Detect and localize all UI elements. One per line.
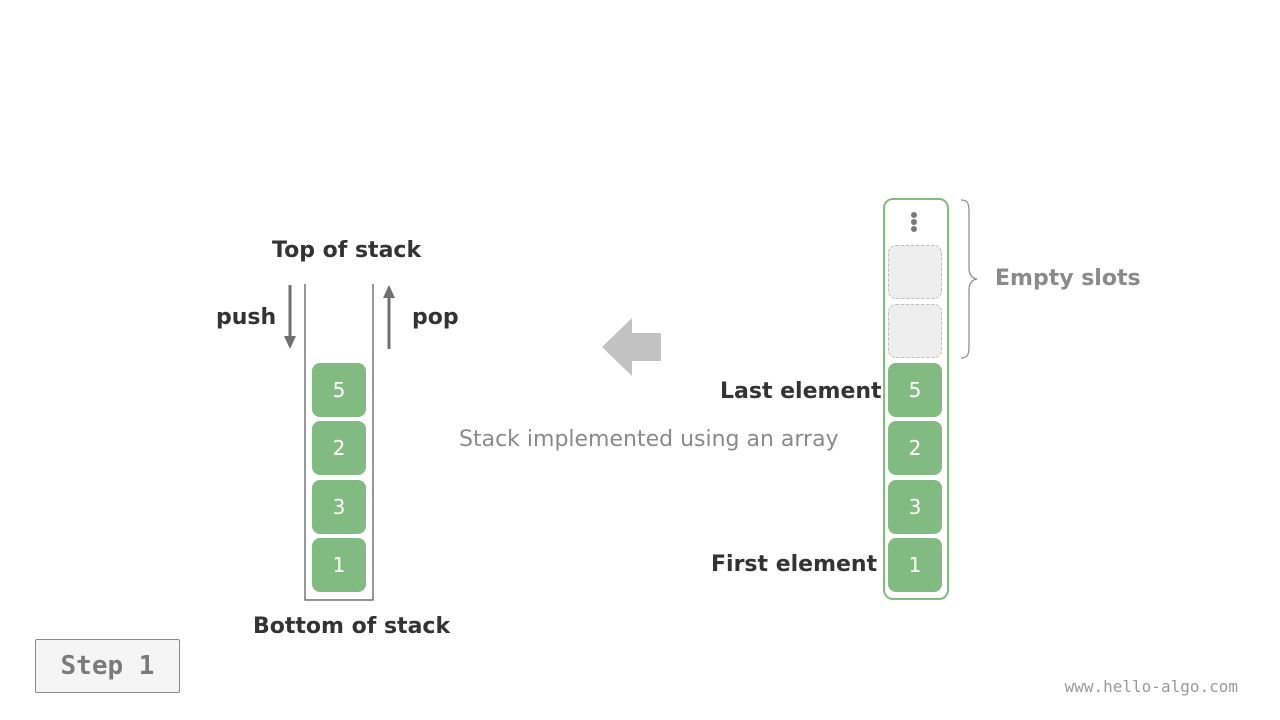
right-brace-icon (960, 199, 978, 359)
step-button[interactable]: Step 1 (35, 639, 180, 693)
array-cell: 5 (888, 363, 942, 417)
array-cell: 3 (888, 480, 942, 534)
stack-cell: 2 (312, 421, 366, 475)
caption: Stack implemented using an array (459, 427, 839, 452)
stack-cell: 3 (312, 480, 366, 534)
empty-slot (888, 304, 942, 358)
empty-slots-label: Empty slots (995, 266, 1141, 291)
down-arrow-icon (284, 285, 296, 349)
array-cell: 1 (888, 538, 942, 592)
push-label: push (216, 305, 277, 330)
stack-walls (304, 284, 374, 601)
left-arrow-icon (602, 318, 661, 376)
last-element-label: Last element (720, 379, 882, 404)
array-cell: 2 (888, 421, 942, 475)
bottom-of-stack-label: Bottom of stack (253, 614, 451, 639)
first-element-label: First element (711, 552, 878, 577)
stack-cell: 5 (312, 363, 366, 417)
watermark: www.hello-algo.com (1064, 677, 1238, 696)
stack-cell: 1 (312, 538, 366, 592)
pop-label: pop (412, 305, 459, 330)
up-arrow-icon (383, 285, 395, 349)
empty-slot (888, 245, 942, 299)
top-of-stack-label: Top of stack (272, 238, 422, 263)
vertical-ellipsis-icon (911, 212, 917, 232)
array-border (883, 198, 949, 600)
